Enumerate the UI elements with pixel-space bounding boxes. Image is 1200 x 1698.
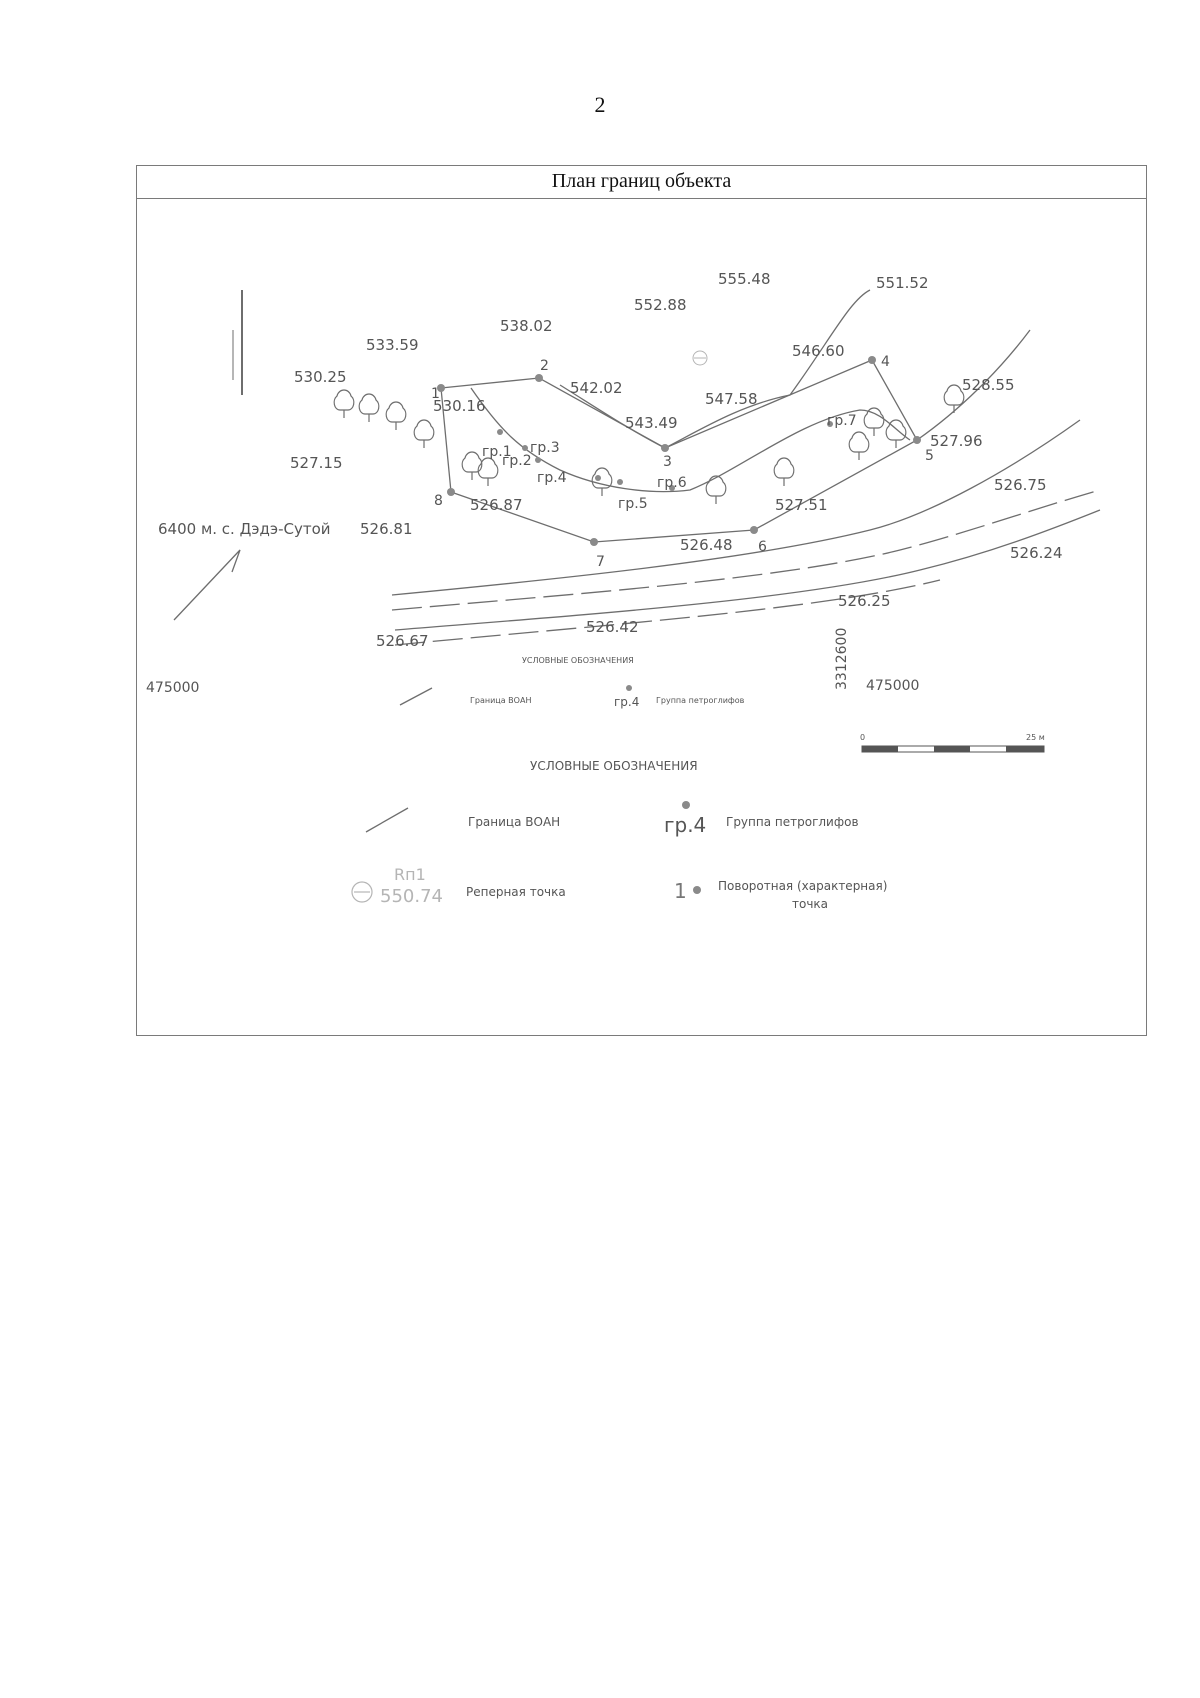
map-frame — [136, 165, 1147, 1036]
scale-start: 0 — [860, 733, 865, 742]
road-line-2 — [391, 489, 1101, 611]
elevation-label: 526.48 — [680, 536, 733, 554]
legend-benchmark-top: Rп1 — [394, 865, 426, 884]
legend-turn-label-1: Поворотная (характерная) — [718, 879, 887, 893]
elevation-label: 527.51 — [775, 496, 828, 514]
benchmark-marker-map — [692, 350, 708, 366]
legend-group-marker — [682, 801, 690, 809]
small-legend-group-symbol: гр.4 — [614, 695, 639, 709]
coordinate-right: 475000 — [866, 678, 919, 694]
elevation-label: 526.75 — [994, 476, 1047, 494]
boundary-point-number: 2 — [540, 358, 549, 374]
legend-group-symbol: гр.4 — [664, 813, 706, 837]
boundary-point-markers — [437, 356, 921, 546]
petroglyph-group-label: гр.6 — [657, 475, 687, 491]
elevation-label: 546.60 — [792, 342, 845, 360]
boundary-point-number: 3 — [663, 454, 672, 470]
elevation-label: 526.67 — [376, 632, 429, 650]
boundary-point-number: 5 — [925, 448, 934, 464]
elevation-label: 542.02 — [570, 379, 623, 397]
legend-boundary-line — [365, 807, 409, 833]
elevation-label: 533.59 — [366, 336, 419, 354]
road-line-1 — [391, 419, 1081, 596]
legend-turn-number: 1 — [674, 879, 687, 903]
boundary-point-number: 8 — [434, 493, 443, 509]
legend-benchmark-icon — [351, 881, 373, 903]
elevation-label: 551.52 — [876, 274, 929, 292]
boundary-point-number: 1 — [431, 386, 440, 402]
elevation-label: 527.96 — [930, 432, 983, 450]
petroglyph-group-label: гр.7 — [827, 413, 857, 429]
small-legend-group-label: Группа петроглифов — [656, 696, 745, 705]
elevation-label: 555.48 — [718, 270, 771, 288]
elevation-label: 526.24 — [1010, 544, 1063, 562]
coordinate-vertical: 3312600 — [834, 628, 850, 690]
elevation-label: 526.81 — [360, 520, 413, 538]
small-legend-boundary-line — [399, 687, 433, 706]
contour-2 — [559, 289, 871, 449]
voan-boundary — [440, 359, 918, 543]
elevation-label: 528.55 — [962, 376, 1015, 394]
elevation-label: 530.16 — [433, 397, 486, 415]
elevation-label: 526.87 — [470, 496, 523, 514]
legend-turn-label-2: точка — [792, 897, 828, 911]
petroglyph-group-label: гр.3 — [530, 440, 560, 456]
legend-boundary-label: Граница ВОАН — [468, 815, 560, 829]
petroglyph-group-label: гр.2 — [502, 453, 532, 469]
small-legend-boundary-label: Граница ВОАН — [470, 696, 531, 705]
legend-benchmark-label: Реперная точка — [466, 885, 566, 899]
legend-turn-marker — [693, 886, 701, 894]
scale-end: 25 м — [1026, 733, 1045, 742]
elevation-label: 526.25 — [838, 592, 891, 610]
small-legend-group-marker — [626, 685, 632, 691]
elevation-label: 538.02 — [500, 317, 553, 335]
elevation-label: 527.15 — [290, 454, 343, 472]
boundary-point-number: 6 — [758, 539, 767, 555]
boundary-point-number: 7 — [596, 554, 605, 570]
petroglyph-group-label: гр.5 — [618, 496, 648, 512]
petroglyph-group-label: гр.4 — [537, 470, 567, 486]
road-line-3 — [394, 509, 1101, 631]
road-line-4 — [394, 579, 941, 646]
village-direction-arrow — [173, 549, 241, 621]
scale-bar — [861, 745, 1045, 753]
elevation-label: 543.49 — [625, 414, 678, 432]
elevation-label: 526.42 — [586, 618, 639, 636]
coordinate-left: 475000 — [146, 680, 199, 696]
contour-3 — [916, 329, 1031, 441]
legend-benchmark-value: 550.74 — [380, 886, 443, 907]
small-legend-title: УСЛОВНЫЕ ОБОЗНАЧЕНИЯ — [522, 656, 634, 665]
petroglyph-group-label: гр.1 — [482, 444, 512, 460]
legend-group-label: Группа петроглифов — [726, 815, 859, 829]
place-label: 6400 м. с. Дэдэ-Сутой — [158, 520, 331, 538]
boundary-point-number: 4 — [881, 354, 890, 370]
elevation-label: 552.88 — [634, 296, 687, 314]
elevation-label: 530.25 — [294, 368, 347, 386]
page-number: 2 — [594, 92, 606, 117]
tree-symbols — [333, 384, 965, 504]
map-title: План границ объекта — [136, 165, 1147, 199]
elevation-label: 547.58 — [705, 390, 758, 408]
legend-title: УСЛОВНЫЕ ОБОЗНАЧЕНИЯ — [530, 759, 698, 773]
